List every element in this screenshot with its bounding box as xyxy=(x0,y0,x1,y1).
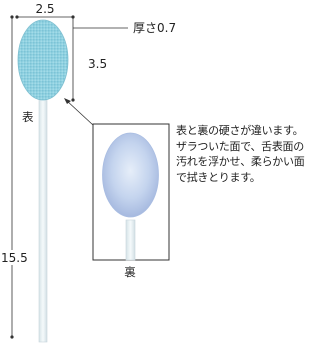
total-length-dimension-end-top xyxy=(10,15,14,19)
description-line: ザラついた面で、舌表面の xyxy=(176,139,304,153)
width-dimension-end-left xyxy=(15,15,19,19)
total-length-label: 15.5 xyxy=(1,251,28,265)
pointer-arrowhead xyxy=(64,98,71,104)
pointer-arrow-line xyxy=(65,99,94,126)
front-swab-head xyxy=(17,19,69,101)
back-stick xyxy=(125,219,136,261)
description-line: 汚れを浮かせ、柔らかい面 xyxy=(176,155,305,168)
width-dimension-label: 2.5 xyxy=(35,2,54,16)
total-length-dimension-end-bottom xyxy=(10,335,14,339)
front-label: 表 xyxy=(22,110,34,124)
back-label: 裏 xyxy=(124,265,136,279)
head-length-label: 3.5 xyxy=(88,57,107,71)
description-line: で拭きとります。 xyxy=(176,170,261,184)
front-stick xyxy=(38,97,48,343)
total-length-label-bg xyxy=(0,250,22,265)
thickness-label: 厚さ0.7 xyxy=(133,21,176,35)
back-swab-head xyxy=(102,132,159,218)
description-line: 表と裏の硬さが違います。 xyxy=(176,124,304,137)
description-note: 表と裏の硬さが違います。 ザラついた面で、舌表面の 汚れを浮かせ、柔らかい面 で… xyxy=(176,123,321,185)
head-length-dimension-end xyxy=(71,98,75,102)
